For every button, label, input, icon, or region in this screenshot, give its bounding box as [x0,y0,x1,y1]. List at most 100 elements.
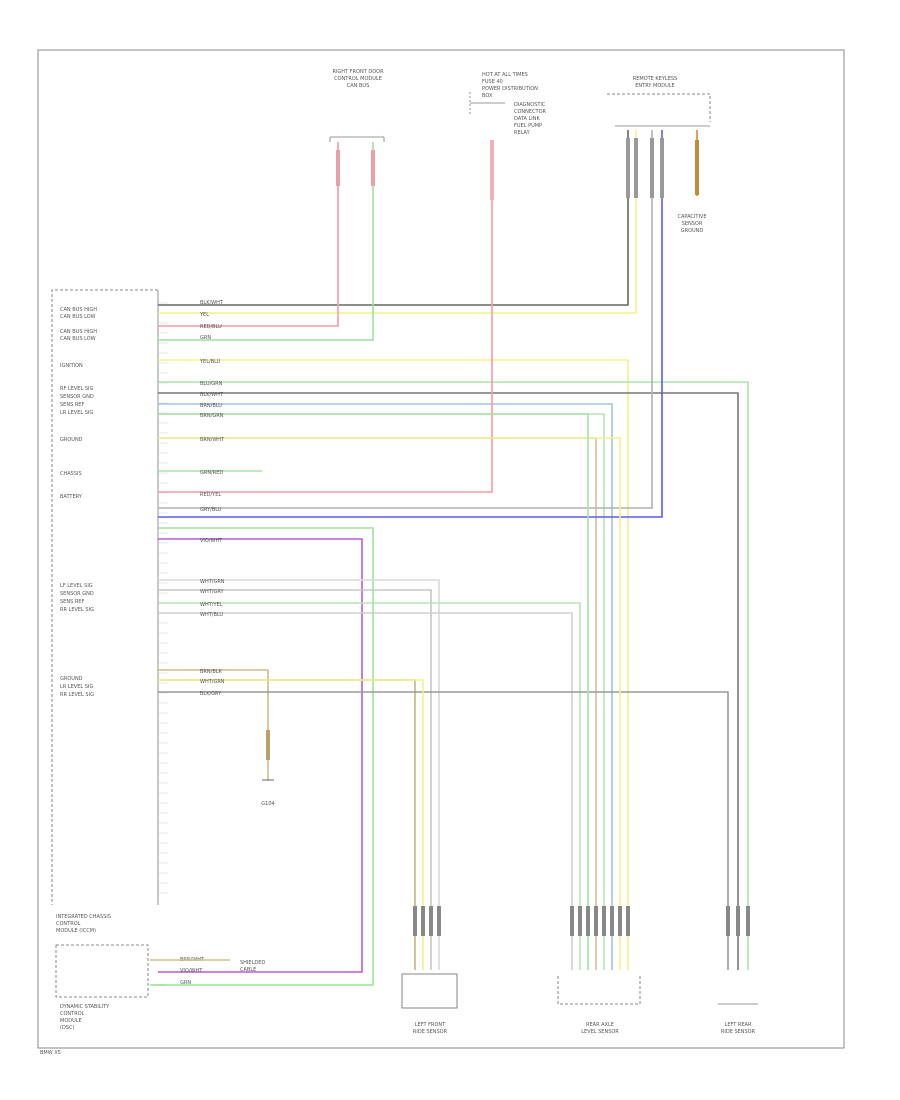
pin-label: LR LEVEL SIG [60,410,93,416]
top-left-label-3: CAN BUS [347,83,370,89]
pin-label: CAN BUS LOW [60,336,96,342]
connector-pin [626,138,630,198]
wire-grn-3 [158,413,589,970]
connector-pin [586,906,590,936]
wire-brn-blk [158,669,269,780]
wire-yel-1 [158,130,637,314]
wire-wht-blu [158,612,573,970]
connector-pin [437,906,441,936]
bottom-center-sensor: REAR AXLE LEVEL SENSOR [557,976,641,1035]
pin-label: RF LEVEL SIG [60,386,93,392]
pin-label: RR LEVEL SIG [60,607,94,613]
wire-code: BRN/BLK [200,669,223,675]
top-left-label-2: CONTROL MODULE [334,76,382,82]
connector-pin [490,140,494,200]
wire-brn-blu [158,403,613,970]
connector-pin [610,906,614,936]
wire-blk-gry [158,691,729,970]
connector-pin [650,138,654,198]
wire-code: BRN/BLU [200,403,222,409]
footer-label: BMW X5 [40,1050,61,1056]
diagram-frame [37,49,845,1049]
bottom-mid-sensor: LEFT FRONT RIDE SENSOR [401,973,458,1035]
axle-sensor-label-1: REAR AXLE [586,1022,614,1028]
wire-group [150,130,749,986]
pin-label: CHASSIS [60,471,82,477]
wire-blu-grn [158,381,749,970]
junction-label-2: FUSE 40 [482,79,503,85]
connector-pin [602,906,606,936]
wire-red-blu [158,142,339,327]
pin-number-column [158,302,168,894]
wire-grn-1 [158,142,374,341]
dsc-label-3: MODULE [60,1018,82,1024]
junction-label-1: HOT AT ALL TIMES [482,72,528,78]
top-right-label-2: ENTRY MODULE [635,83,674,89]
dsc-label-2: CONTROL [60,1011,85,1017]
wire-wht-yel [158,602,581,970]
wire-gry [158,130,653,509]
junction-note-2: CONNECTOR [514,109,547,115]
connector-pin [626,906,630,936]
axle-sensor-label-2: LEVEL SENSOR [581,1029,619,1035]
connector-pin [413,906,417,936]
wire-code-labels: BLK/WHT YEL RED/BLU GRN YEL/BLU BLU/GRN … [199,300,225,697]
wire-code: WHT/GRN [200,579,225,585]
connector-pin [634,138,638,198]
dsc-note-1: SHIELDED [240,960,265,966]
top-right-label-1: REMOTE KEYLESS [633,76,677,82]
connector-pin [736,906,740,936]
wire-code: WHT/GRN [200,679,225,685]
wire-wht-grn [158,579,440,970]
lf-sensor-label-1: LEFT FRONT [415,1022,446,1028]
top-right-sub-2: SENSOR [682,221,703,227]
pin-label: SENSOR GND [60,394,94,400]
pin-label: CAN BUS HIGH [60,329,97,335]
connector-pin [336,150,340,186]
junction-note-1: DIAGNOSTIC [514,102,546,108]
wire-wht-gry [158,589,432,970]
junction-note-4: FUEL PUMP [514,123,542,129]
pin-label: GROUND [60,676,83,682]
top-right-sub-1: CAPACITIVE [677,214,706,220]
connector-pin [618,906,622,936]
wire-blu [158,130,663,518]
main-module-label-2: CONTROL [56,921,81,927]
wire-brn-wht-2 [158,679,416,970]
wire-yel-blu [158,359,629,970]
bottom-left-box: DYNAMIC STABILITY CONTROL MODULE (DSC) B… [55,944,265,1031]
wire-code: WHT/YEL [200,602,223,608]
ground-symbol: G104 [261,779,275,807]
ground-label: G104 [261,801,274,807]
wire-code: BLK/GRY [200,691,222,697]
lf-sensor-label-2: RIDE SENSOR [413,1029,448,1035]
wire-red-yel [158,142,493,493]
wire-code: BLK/WHT [200,392,224,398]
wire-code: RED/YEL [200,492,221,498]
dsc-wire-code-2: VIO/WHT [180,968,203,974]
pin-label: LF LEVEL SIG [60,583,93,589]
wire-blk-wht-1 [158,130,629,306]
connector-pin [578,906,582,936]
pin-label: CAN BUS LOW [60,314,96,320]
connector-pin [594,906,598,936]
wire-code: VIO/WHT [200,538,223,544]
connector-pin [266,730,270,760]
pin-label: IGNITION [60,363,83,369]
pin-label: LR LEVEL SIG [60,684,93,690]
wire-code: BRN/GRN [200,413,224,419]
top-left-label-1: RIGHT FRONT DOOR [332,69,384,75]
top-right-module: REMOTE KEYLESS ENTRY MODULE CAPACITIVE S… [607,76,711,234]
top-right-sub-3: GROUND [681,228,704,234]
main-module-label-3: MODULE (ICCM) [56,928,96,934]
lr-sensor-label-1: LEFT REAR [725,1022,752,1028]
pin-label: RR LEVEL SIG [60,692,94,698]
dsc-wire-code-3: GRN [180,980,191,986]
lr-sensor-label-2: RIDE SENSOR [721,1029,756,1035]
junction-note-5: RELAY [514,130,531,136]
main-module-label-1: INTEGRATED CHASSIS [56,914,111,920]
wire-vio-wht [158,538,363,973]
connector-pin [746,906,750,936]
dsc-label-1: DYNAMIC STABILITY [60,1004,110,1010]
